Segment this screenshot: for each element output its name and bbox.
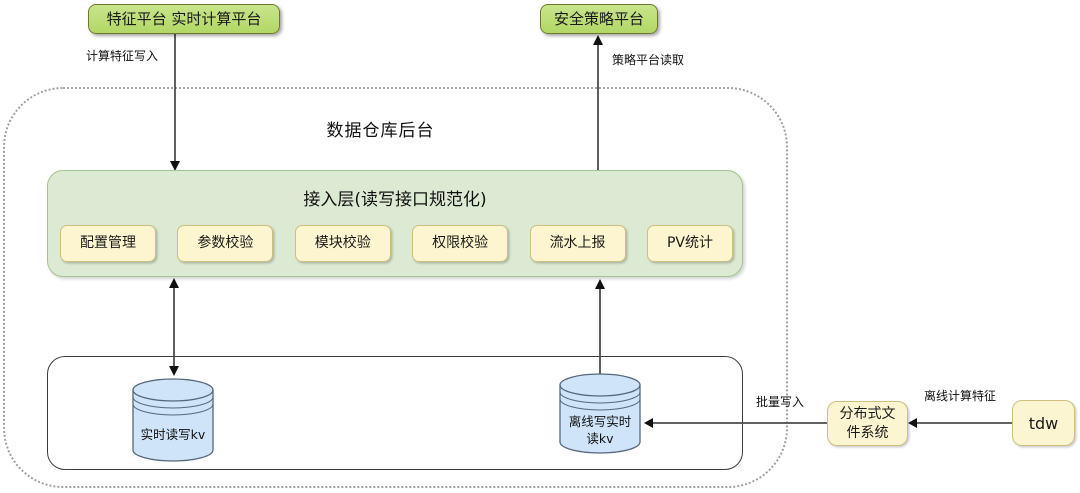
node-feature-platform[interactable]: 特征平台 实时计算平台	[88, 4, 280, 34]
access-layer-modules: 配置管理 参数校验 模块校验 权限校验 流水上报 PV统计	[60, 225, 733, 262]
kv-realtime-label: 实时读写kv	[140, 427, 206, 442]
module-param-validation[interactable]: 参数校验	[177, 225, 274, 262]
node-tdw[interactable]: tdw	[1012, 400, 1075, 446]
edge-label-offline-compute-feature: 离线计算特征	[924, 389, 997, 403]
access-layer-container[interactable]: 接入层(读写接口规范化) 配置管理 参数校验 模块校验 权限校验 流水上报 PV…	[47, 170, 743, 277]
edge-label-batch-write: 批量写入	[756, 395, 805, 409]
module-permission-validation[interactable]: 权限校验	[412, 225, 509, 262]
module-flow-reporting[interactable]: 流水上报	[529, 225, 626, 262]
module-config-management[interactable]: 配置管理	[60, 225, 156, 262]
node-distributed-file-system[interactable]: 分布式文件系统	[827, 401, 908, 446]
arrowhead-left-dfs	[908, 418, 917, 428]
module-pv-statistics[interactable]: PV统计	[646, 225, 733, 262]
data-warehouse-title: 数据仓库后台	[326, 121, 435, 141]
arrowhead-up-security	[593, 35, 603, 45]
edge-label-compute-feature-write: 计算特征写入	[86, 49, 159, 63]
node-security-platform[interactable]: 安全策略平台	[540, 4, 658, 34]
module-module-validation[interactable]: 模块校验	[294, 225, 391, 262]
storage-container[interactable]	[47, 356, 743, 470]
access-layer-title: 接入层(读写接口规范化)	[303, 190, 487, 210]
edge-label-policy-platform-read: 策略平台读取	[612, 53, 685, 67]
kv-offline-label: 离线写实时读kv	[568, 414, 632, 446]
